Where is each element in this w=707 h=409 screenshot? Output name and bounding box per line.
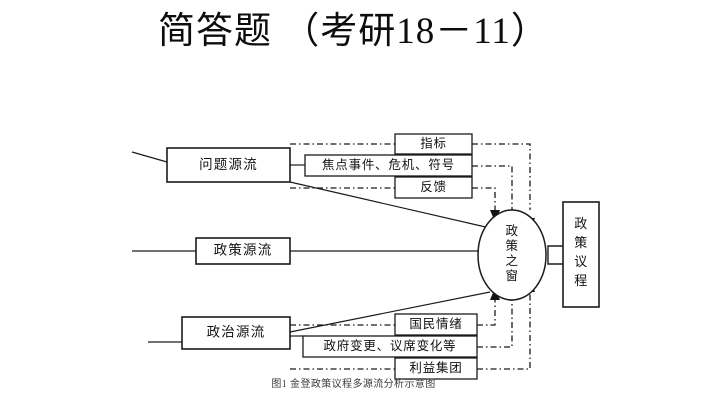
politics-stream-label: 政治源流 — [207, 325, 266, 340]
government-change-label: 政府变更、议席变化等 — [323, 338, 456, 353]
focusing-events-route — [472, 165, 513, 210]
problem-stream-label: 问题源流 — [199, 157, 258, 172]
page-title: 简答题 （考研18－11） — [158, 11, 549, 52]
feedback-label: 反馈 — [420, 180, 447, 194]
interest-groups-label: 利益集团 — [409, 360, 462, 375]
policy-agenda-char-2: 策 — [574, 235, 588, 250]
policy-window-char-3: 之 — [505, 254, 518, 268]
policy-window-diagram: 问题源流 指标 焦点事件、危机、符号 反馈 — [0, 110, 707, 409]
policy-agenda-char-3: 议 — [574, 254, 588, 269]
problem-inflow-line — [131, 151, 168, 163]
policy-window-ellipse[interactable] — [477, 209, 547, 301]
politics-stream-box[interactable] — [181, 316, 291, 350]
policy-window-char-2: 策 — [505, 238, 518, 253]
politics-to-window-line — [289, 291, 491, 333]
policy-stream-label: 政策源流 — [214, 242, 273, 258]
interest-groups-route — [477, 292, 531, 370]
indicators-label: 指标 — [420, 135, 447, 150]
diagram-svg: 问题源流 指标 焦点事件、危机、符号 反馈 — [131, 133, 600, 380]
feedback-route — [472, 187, 496, 210]
policy-agenda-char-1: 政 — [574, 216, 588, 231]
policy-agenda-box[interactable] — [562, 201, 600, 308]
problem-to-window-line — [289, 181, 491, 229]
policy-stream-box[interactable] — [195, 237, 291, 265]
policy-window-char-1: 政 — [505, 224, 518, 238]
national-mood-label: 国民情绪 — [409, 317, 462, 331]
indicators-route — [472, 143, 531, 210]
focusing-events-label: 焦点事件、危机、符号 — [322, 157, 455, 172]
figure-caption: 图1 金登政策议程多源流分析示意图 — [271, 379, 436, 390]
national-mood-route — [477, 300, 496, 326]
policy-agenda-char-4: 程 — [574, 273, 588, 288]
policy-window-char-4: 窗 — [505, 269, 518, 283]
